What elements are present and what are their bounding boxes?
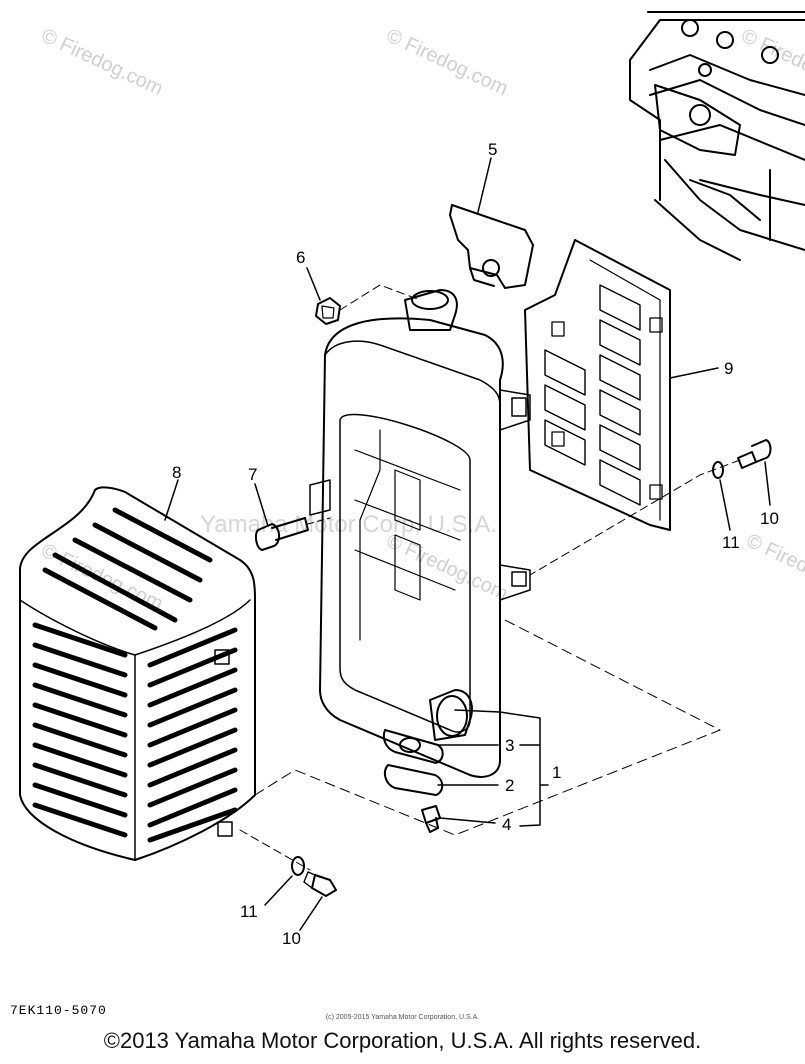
callout-1: 1 [552,763,561,782]
leader-6 [306,267,321,301]
dash-bottom [254,619,721,836]
copyright-footer: ©2013 Yamaha Motor Corporation, U.S.A. A… [103,1028,702,1053]
leader-10-right [764,461,771,506]
bolt-part-7 [254,517,309,551]
dash-left [239,829,311,871]
callout-7: 7 [248,465,257,484]
leader-11-left [264,875,293,906]
muffler-cover-part-8 [19,486,256,861]
callout-11-left: 11 [240,902,258,921]
bolt-part-10-right [737,439,772,469]
diagram-part-number: 7EK110-5070 [10,1003,107,1018]
watermark-site: © Firedog.com [743,530,805,605]
leader-8 [164,479,179,521]
callout-2: 2 [505,776,514,795]
small-copyright: (c) 2005-2015 Yamaha Motor Corporation, … [325,1014,480,1021]
watermark-corp: Yamaha Motor Corp, U.S.A. [200,511,497,538]
washer-part-11-left [291,856,305,876]
callout-10-right: 10 [760,509,779,528]
leader-5 [477,157,492,213]
callout-6: 6 [296,248,305,267]
leader-11-right [719,479,731,531]
leader-9 [669,367,719,379]
gasket-part-2 [383,764,444,796]
dash-6 [339,284,421,311]
heat-shield-part-9 [524,239,671,531]
bracket-1 [499,711,549,827]
callout-3: 3 [505,736,514,755]
watermark-site: © Firedog.com [383,530,511,605]
callout-8: 8 [172,463,181,482]
watermark-site: © Firedog.com [383,25,511,100]
exhaust-gasket-part-5 [449,204,534,289]
leader-7 [254,483,269,527]
dash-7 [307,517,331,525]
muffler-body-part-1 [309,289,531,778]
gasket-part-3 [382,729,444,764]
leader-5-pipe [454,709,501,713]
callouts: 5 6 9 8 7 10 11 3 2 1 4 11 10 [172,140,779,948]
callout-9: 9 [724,359,733,378]
leader-4 [439,817,496,824]
bolt-part-4 [421,805,441,833]
callout-10-left: 10 [282,929,301,948]
dash-right [529,459,741,576]
leader-10-left [299,896,323,931]
nut-part-6 [315,297,341,325]
bolt-part-10-left [303,871,337,897]
engine-head-reference [629,11,805,261]
callout-11-right: 11 [722,533,740,552]
watermark-site: © Firedog.com [38,25,166,100]
callout-4: 4 [502,815,511,834]
callout-5: 5 [488,140,497,159]
